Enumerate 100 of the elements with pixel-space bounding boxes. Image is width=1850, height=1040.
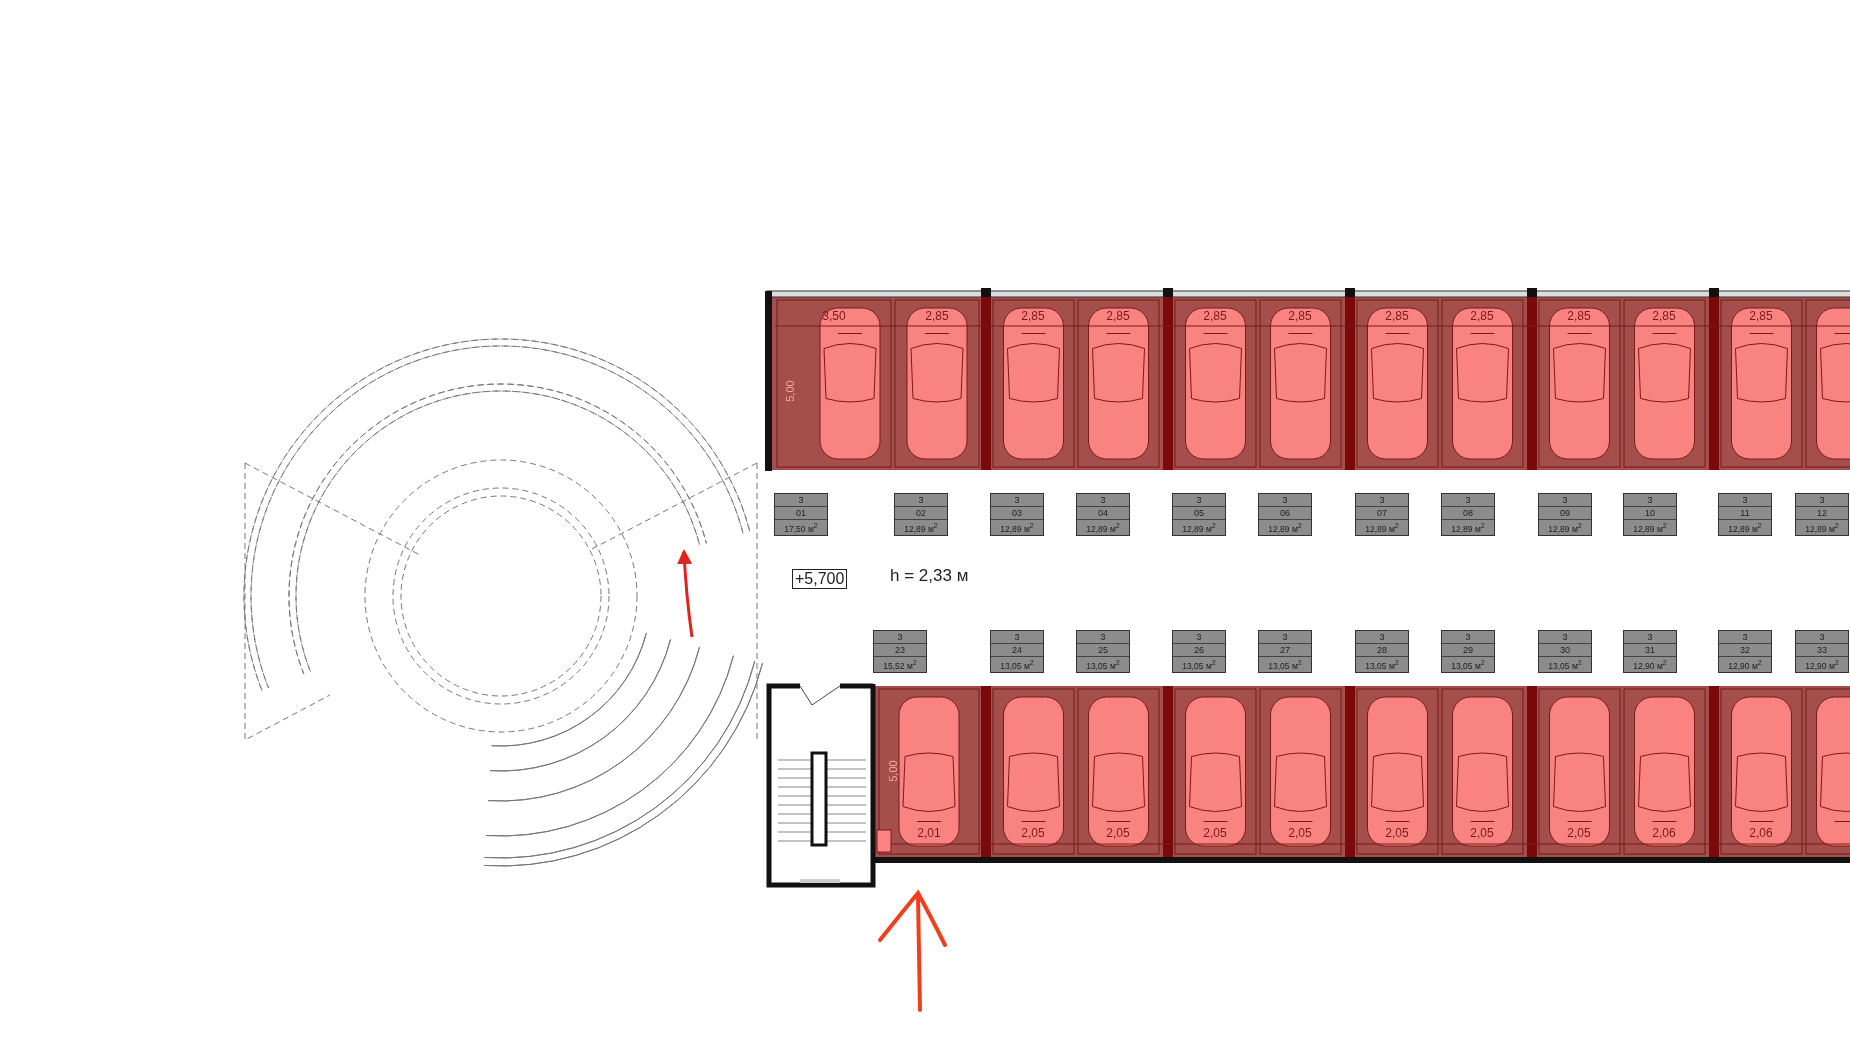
dimension-label: 2,05 [1021, 827, 1045, 841]
space-number-tag [1258, 630, 1312, 673]
space-number: 09 [1539, 507, 1591, 520]
space-number: 04 [1077, 507, 1129, 520]
space-number: 24 [991, 644, 1043, 657]
dimension-label: 2,05 [1470, 827, 1494, 841]
space-number: 31 [1624, 644, 1676, 657]
space-number-tag [1355, 493, 1409, 536]
dimension-label: 2,85 [1470, 310, 1494, 324]
space-number-tag [1795, 493, 1849, 536]
dimension-label: 2,05 [1567, 827, 1591, 841]
floor-number: 3 [1356, 631, 1408, 644]
space-number-tag [1538, 493, 1592, 536]
floor-number: 3 [1539, 631, 1591, 644]
space-number: 01 [775, 507, 827, 520]
area-value: 12,89 м$^{2}$ [1450, 521, 1486, 535]
space-number: 23 [874, 644, 926, 657]
space-number-tag [1355, 630, 1409, 673]
floor-number: 3 [1442, 494, 1494, 507]
space-number-tag [1623, 630, 1677, 673]
space-number-tag [1538, 630, 1592, 673]
space-number: 07 [1356, 507, 1408, 520]
area-value: 12,89 м$^{2}$ [999, 521, 1035, 535]
floor-number: 3 [1356, 494, 1408, 507]
floor-number: 3 [874, 631, 926, 644]
dimension-label: 2,85 [1288, 310, 1312, 324]
floor-number: 3 [1624, 631, 1676, 644]
floor-number: 3 [1077, 494, 1129, 507]
floor-number: 3 [1624, 494, 1676, 507]
dimension-label: 2,05 [1203, 827, 1227, 841]
floor-number: 3 [1259, 631, 1311, 644]
dimension-label: 2,85 [1749, 310, 1773, 324]
space-number: 12 [1796, 507, 1848, 520]
floor-number: 3 [1719, 494, 1771, 507]
space-number-tag [1076, 630, 1130, 673]
area-value: 13,05 м$^{2}$ [1267, 658, 1303, 672]
dimension-label: 2,85 [1567, 310, 1591, 324]
area-value: 13,05 м$^{2}$ [1085, 658, 1121, 672]
floor-number: 3 [1077, 631, 1129, 644]
dimension-label: 3,50 [822, 310, 846, 324]
area-value: 13,05 м$^{2}$ [1181, 658, 1217, 672]
space-number: 10 [1624, 507, 1676, 520]
floor-number: 3 [1539, 494, 1591, 507]
space-number: 11 [1719, 507, 1771, 520]
floor-number: 3 [991, 631, 1043, 644]
space-number-tag [1076, 493, 1130, 536]
dimension-label: 2,85 [1652, 310, 1676, 324]
area-value: 12,89 м$^{2}$ [1085, 521, 1121, 535]
dimension-label: 2,05 [1288, 827, 1312, 841]
area-value: 12,90 м$^{2}$ [1632, 658, 1668, 672]
floor-number: 3 [1796, 494, 1848, 507]
space-number: 03 [991, 507, 1043, 520]
floor-number: 3 [1259, 494, 1311, 507]
dimension-label: 2,05 [1106, 827, 1130, 841]
dimension-label: 2,85 [1385, 310, 1409, 324]
floor-number: 3 [895, 494, 947, 507]
space-number: 05 [1173, 507, 1225, 520]
dimension-label: 2,05 [1385, 827, 1409, 841]
space-number-tag [1172, 630, 1226, 673]
area-value: 12,89 м$^{2}$ [1181, 521, 1217, 535]
space-number-tag [1258, 493, 1312, 536]
floor-number: 3 [1796, 631, 1848, 644]
space-number: 02 [895, 507, 947, 520]
dimension-label: 2,85 [1106, 310, 1130, 324]
floor-number: 3 [991, 494, 1043, 507]
dimension-label: 5,00 [783, 380, 797, 402]
space-number: 26 [1173, 644, 1225, 657]
space-number: 33 [1796, 644, 1848, 657]
space-number: 06 [1259, 507, 1311, 520]
space-number: 25 [1077, 644, 1129, 657]
dimension-label: 2,85 [925, 310, 949, 324]
area-value: 12,89 м$^{2}$ [903, 521, 939, 535]
space-number-tag [894, 493, 948, 536]
area-value: 17,50 м$^{2}$ [783, 521, 819, 535]
area-value: 12,90 м$^{2}$ [1727, 658, 1763, 672]
space-number: 28 [1356, 644, 1408, 657]
area-value: 13,05 м$^{2}$ [1364, 658, 1400, 672]
space-number-tag [1441, 630, 1495, 673]
space-number-tag [774, 493, 828, 536]
space-number-tag [1795, 630, 1849, 673]
dimension-label: 2,06 [1652, 827, 1676, 841]
space-number-tag [1441, 493, 1495, 536]
space-number: 30 [1539, 644, 1591, 657]
space-number: 29 [1442, 644, 1494, 657]
ceiling-height-note: h = 2,33 м [890, 567, 969, 586]
area-value: 15,52 м$^{2}$ [882, 658, 918, 672]
dimension-label: 2,01 [917, 827, 941, 841]
area-value: 12,89 м$^{2}$ [1547, 521, 1583, 535]
space-number-tag [990, 630, 1044, 673]
floor-number: 3 [1173, 631, 1225, 644]
dimension-label: 5,00 [886, 760, 900, 782]
area-value: 12,90 м$^{2}$ [1804, 658, 1840, 672]
space-number-tag [873, 630, 927, 673]
level-mark: +5,700 [792, 569, 848, 589]
area-value: 13,05 м$^{2}$ [999, 658, 1035, 672]
area-value: 12,89 м$^{2}$ [1267, 521, 1303, 535]
space-number-tag [990, 493, 1044, 536]
space-number: 27 [1259, 644, 1311, 657]
dimension-label: 2,06 [1749, 827, 1773, 841]
space-number: 32 [1719, 644, 1771, 657]
